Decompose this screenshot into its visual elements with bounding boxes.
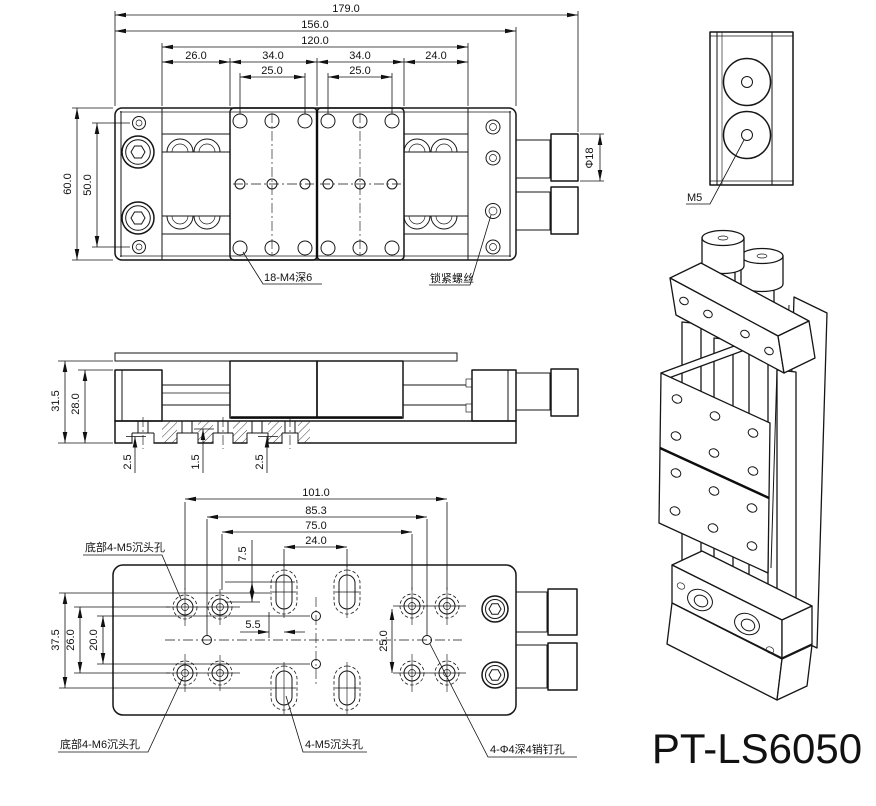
isometric-view xyxy=(658,229,828,701)
dim-depth-a: 2.5 xyxy=(122,454,134,469)
dim-span-outer: 101.0 xyxy=(302,487,330,499)
label-bottom-m5: 底部4-M5沉头孔 xyxy=(85,540,165,554)
front-view: 31.5 28.0 2.5 1.5 2.5 xyxy=(50,352,579,473)
right-end-block xyxy=(485,119,501,255)
label-pin-holes: 4-Φ4深4销钉孔 xyxy=(490,742,565,756)
bottom-view-dimensions: 101.0 85.3 75.0 24.0 7.5 5.5 25.0 37.5 2… xyxy=(50,487,447,689)
dim-depth-b: 1.5 xyxy=(190,454,202,469)
m5-slots xyxy=(270,566,361,714)
dim-body-length: 156.0 xyxy=(301,19,329,31)
dim-right-hole-span: 25.0 xyxy=(378,630,390,651)
left-rail-rollers xyxy=(162,133,230,235)
dim-screw-span: 50.0 xyxy=(82,174,94,195)
knob-end-upper xyxy=(722,57,772,107)
top-view: 179.0 156.0 120.0 26.0 34.0 34.0 24.0 25… xyxy=(62,3,604,286)
dim-span-pin: 85.3 xyxy=(305,505,326,517)
dim-seg-a: 26.0 xyxy=(185,50,206,62)
stage-body-outline xyxy=(114,107,517,261)
hex-screws-bottom xyxy=(481,595,509,689)
bottom-view: 101.0 85.3 75.0 24.0 7.5 5.5 25.0 37.5 2… xyxy=(50,487,578,758)
dim-total-height: 31.5 xyxy=(50,390,62,411)
dim-width-outer: 37.5 xyxy=(50,629,62,650)
bottom-right-holes xyxy=(393,587,466,692)
bottom-view-labels: 底部4-M5沉头孔 底部4-M6沉头孔 4-M5沉头孔 4-Φ4深4销钉孔 xyxy=(58,540,577,758)
knob-front-view xyxy=(550,368,579,417)
top-view-dimensions: 179.0 156.0 120.0 26.0 34.0 34.0 24.0 25… xyxy=(62,3,604,286)
dim-hole-span-left: 25.0 xyxy=(261,65,282,77)
dim-span-inner: 75.0 xyxy=(305,520,326,532)
dim-seg-b: 34.0 xyxy=(262,50,283,62)
dim-body-width: 60.0 xyxy=(62,173,74,194)
carriage-plate-right xyxy=(315,107,405,261)
dim-knob-diameter: Φ18 xyxy=(584,147,596,168)
dim-slot-span: 24.0 xyxy=(305,535,326,547)
bottom-view-extensions xyxy=(184,502,448,636)
label-lock-screw: 锁紧螺丝 xyxy=(430,271,474,285)
label-m5-slots: 4-M5沉头孔 xyxy=(305,738,363,751)
dim-hole-span-right: 25.0 xyxy=(349,65,370,77)
dim-pin-span: 20.0 xyxy=(88,629,100,650)
dim-total-length: 179.0 xyxy=(332,3,360,15)
dim-body-height: 28.0 xyxy=(70,393,82,414)
label-knob-thread: M5 xyxy=(687,192,702,204)
carriage-plate-left xyxy=(229,107,318,261)
label-bottom-m6: 底部4-M6沉头孔 xyxy=(60,737,140,751)
dim-width-inner: 26.0 xyxy=(65,629,77,650)
label-thread-holes: 18-M4深6 xyxy=(264,271,312,284)
table-block-right xyxy=(316,360,404,419)
left-end-block xyxy=(121,116,155,254)
moving-plate xyxy=(114,352,458,362)
right-rail-rollers xyxy=(403,133,468,235)
adjustment-knobs-top-view xyxy=(515,133,579,235)
dim-seg-c: 34.0 xyxy=(349,50,370,62)
end-view: M5 xyxy=(686,31,794,205)
bottom-body-outline xyxy=(112,564,517,716)
dim-offset-b: 5.5 xyxy=(245,619,260,631)
part-number-title: PT-LS6050 xyxy=(652,725,862,772)
base-plate-section xyxy=(114,417,517,449)
iso-top-bracket xyxy=(669,262,816,374)
front-view-dimensions: 31.5 28.0 2.5 1.5 2.5 xyxy=(50,360,278,473)
dim-depth-c: 2.5 xyxy=(254,454,266,469)
bottom-left-holes xyxy=(166,588,240,692)
iso-bottom-bracket xyxy=(666,550,813,701)
dim-seg-d: 24.0 xyxy=(425,50,446,62)
table-block-left xyxy=(229,360,318,419)
iso-table-plate xyxy=(658,367,778,574)
dim-inner-span: 120.0 xyxy=(301,35,329,47)
knob-end-lower xyxy=(722,110,772,160)
dim-offset-a: 7.5 xyxy=(237,546,249,561)
